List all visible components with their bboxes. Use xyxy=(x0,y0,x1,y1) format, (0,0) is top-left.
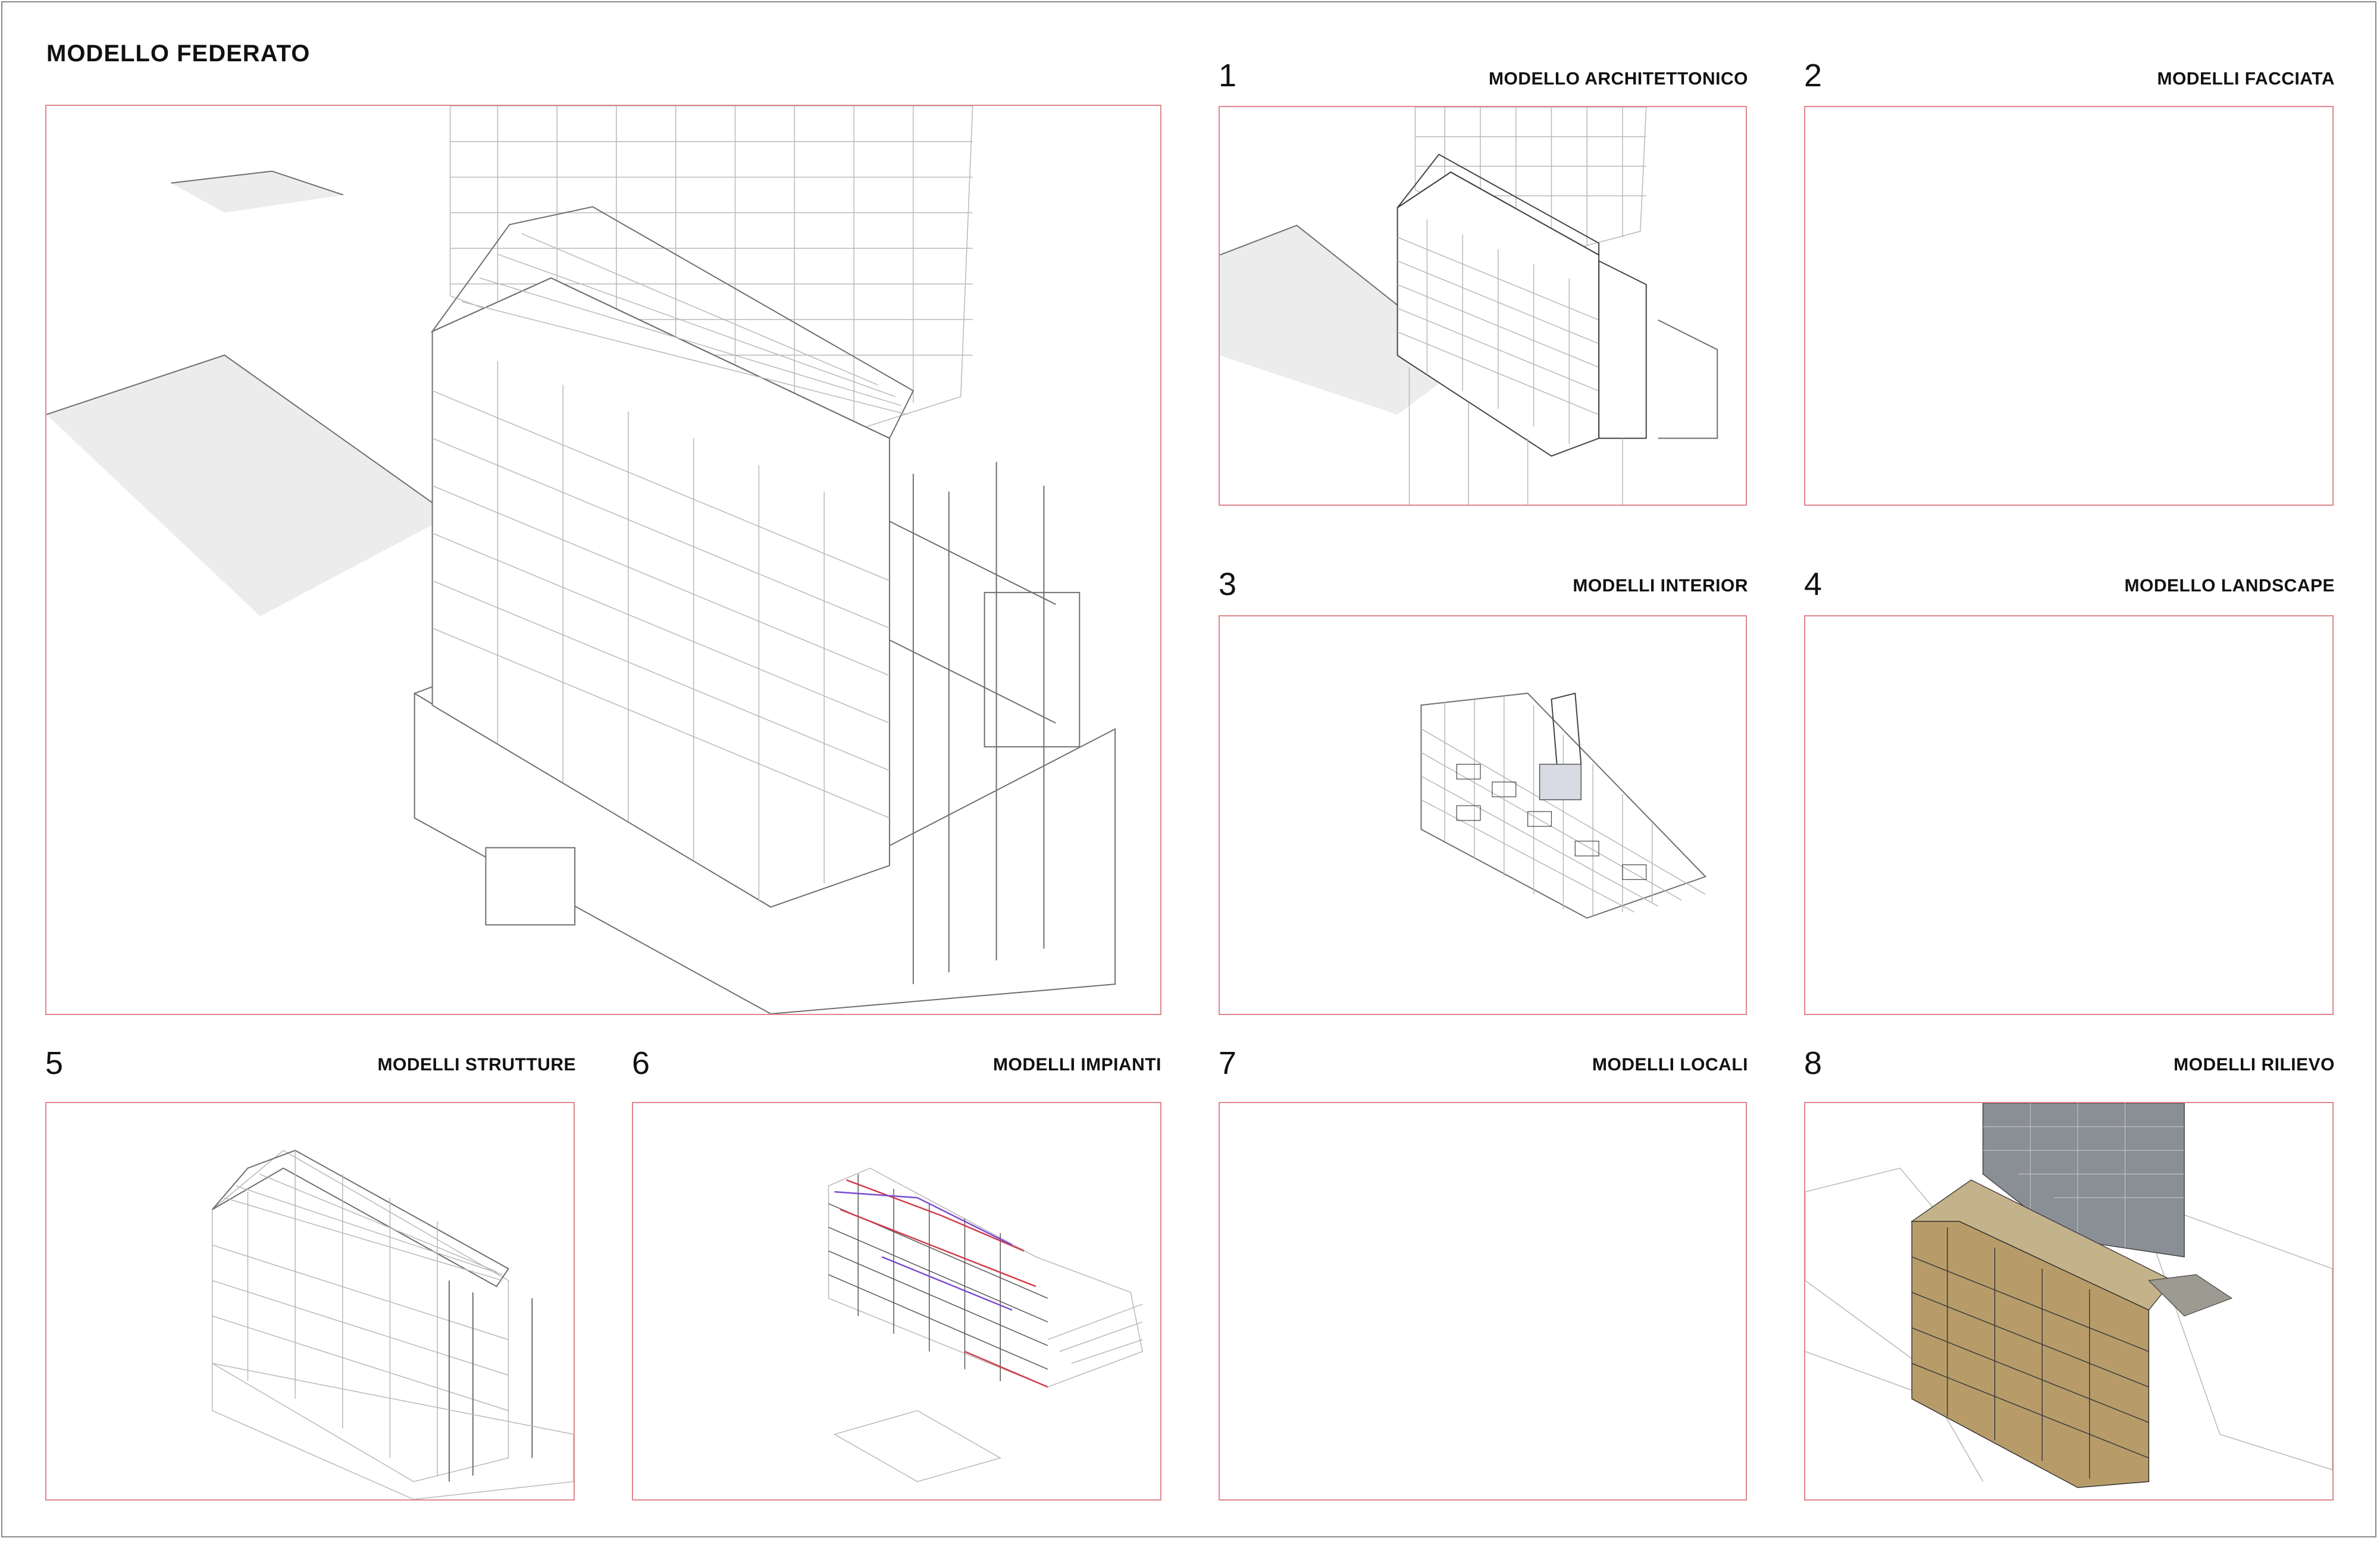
interior-model-frame[interactable] xyxy=(1219,615,1747,1015)
landscape-model-frame[interactable] xyxy=(1804,615,2334,1015)
mep-model-frame[interactable] xyxy=(632,1102,1161,1501)
panel-2-title: MODELLI FACCIATA xyxy=(2157,69,2335,89)
panel-2-number: 2 xyxy=(1804,58,1822,93)
panel-1-number: 1 xyxy=(1219,58,1237,93)
federated-model-frame[interactable] xyxy=(45,105,1161,1015)
page-title: MODELLO FEDERATO xyxy=(46,40,311,67)
panel-8-number: 8 xyxy=(1804,1045,1822,1081)
architectural-model-drawing xyxy=(1220,107,1718,505)
structural-model-drawing xyxy=(211,1150,574,1499)
federated-model-drawing xyxy=(46,106,1116,1014)
panel-5-title: MODELLI STRUTTURE xyxy=(377,1055,576,1075)
spaces-model-frame[interactable] xyxy=(1219,1102,1747,1501)
panel-6-number: 6 xyxy=(632,1045,650,1081)
facade-model-frame[interactable] xyxy=(1804,106,2334,506)
panel-4-title: MODELLO LANDSCAPE xyxy=(2124,576,2335,596)
panel-1-title: MODELLO ARCHITETTONICO xyxy=(1489,69,1748,89)
architectural-model-frame[interactable] xyxy=(1219,106,1747,506)
survey-model-frame[interactable] xyxy=(1804,1102,2334,1501)
panel-4-number: 4 xyxy=(1804,566,1822,602)
panel-5-number: 5 xyxy=(45,1045,64,1081)
panel-3-number: 3 xyxy=(1219,566,1237,602)
survey-model-drawing xyxy=(1805,1103,2332,1488)
mep-model-drawing xyxy=(828,1167,1143,1482)
structural-model-frame[interactable] xyxy=(45,1102,575,1501)
panel-7-title: MODELLI LOCALI xyxy=(1592,1055,1748,1075)
panel-6-title: MODELLI IMPIANTI xyxy=(993,1055,1161,1075)
panel-7-number: 7 xyxy=(1219,1045,1237,1081)
panel-3-title: MODELLI INTERIOR xyxy=(1573,576,1748,596)
interior-model-drawing xyxy=(1420,692,1707,919)
panel-8-title: MODELLI RILIEVO xyxy=(2174,1055,2335,1075)
